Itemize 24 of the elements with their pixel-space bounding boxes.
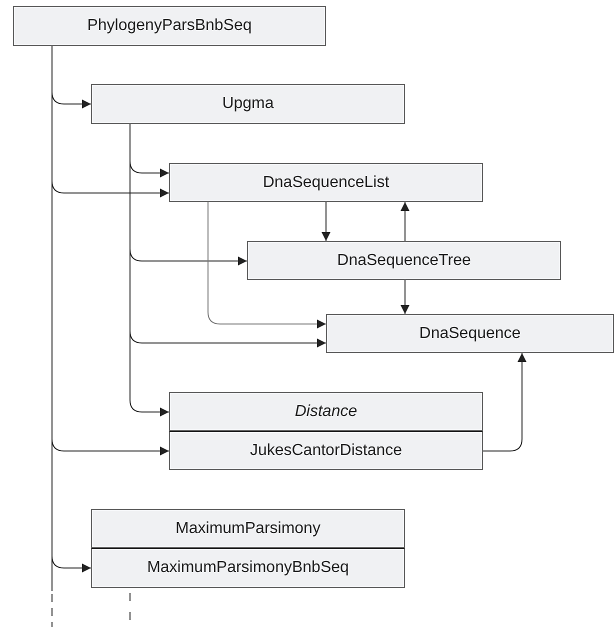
arrow — [130, 124, 170, 416]
arrow — [208, 202, 326, 328]
class-name: Distance — [294, 402, 358, 420]
class-box — [247, 241, 561, 280]
class-box — [91, 548, 405, 588]
class-name: Upgma — [222, 95, 274, 113]
class-box — [326, 314, 614, 353]
arrow — [482, 352, 526, 452]
class-box — [169, 431, 483, 470]
class-name: DnaSequenceList — [262, 174, 390, 192]
class-box — [13, 6, 326, 46]
class-box — [169, 392, 483, 431]
class-name: JukesCantorDistance — [250, 442, 402, 460]
class-name: MaximumParsimonyBnbSeq — [147, 559, 349, 577]
class-name: PhylogenyParsBnbSeq — [87, 17, 252, 35]
class-box — [91, 84, 405, 124]
class-name: DnaSequence — [419, 324, 521, 342]
class-name: DnaSequenceTree — [337, 252, 471, 270]
class-name: MaximumParsimony — [176, 520, 320, 538]
arrow — [322, 202, 330, 242]
arrow — [400, 280, 410, 314]
class-box — [169, 163, 483, 202]
arrow — [400, 202, 410, 242]
class-box — [91, 509, 405, 548]
